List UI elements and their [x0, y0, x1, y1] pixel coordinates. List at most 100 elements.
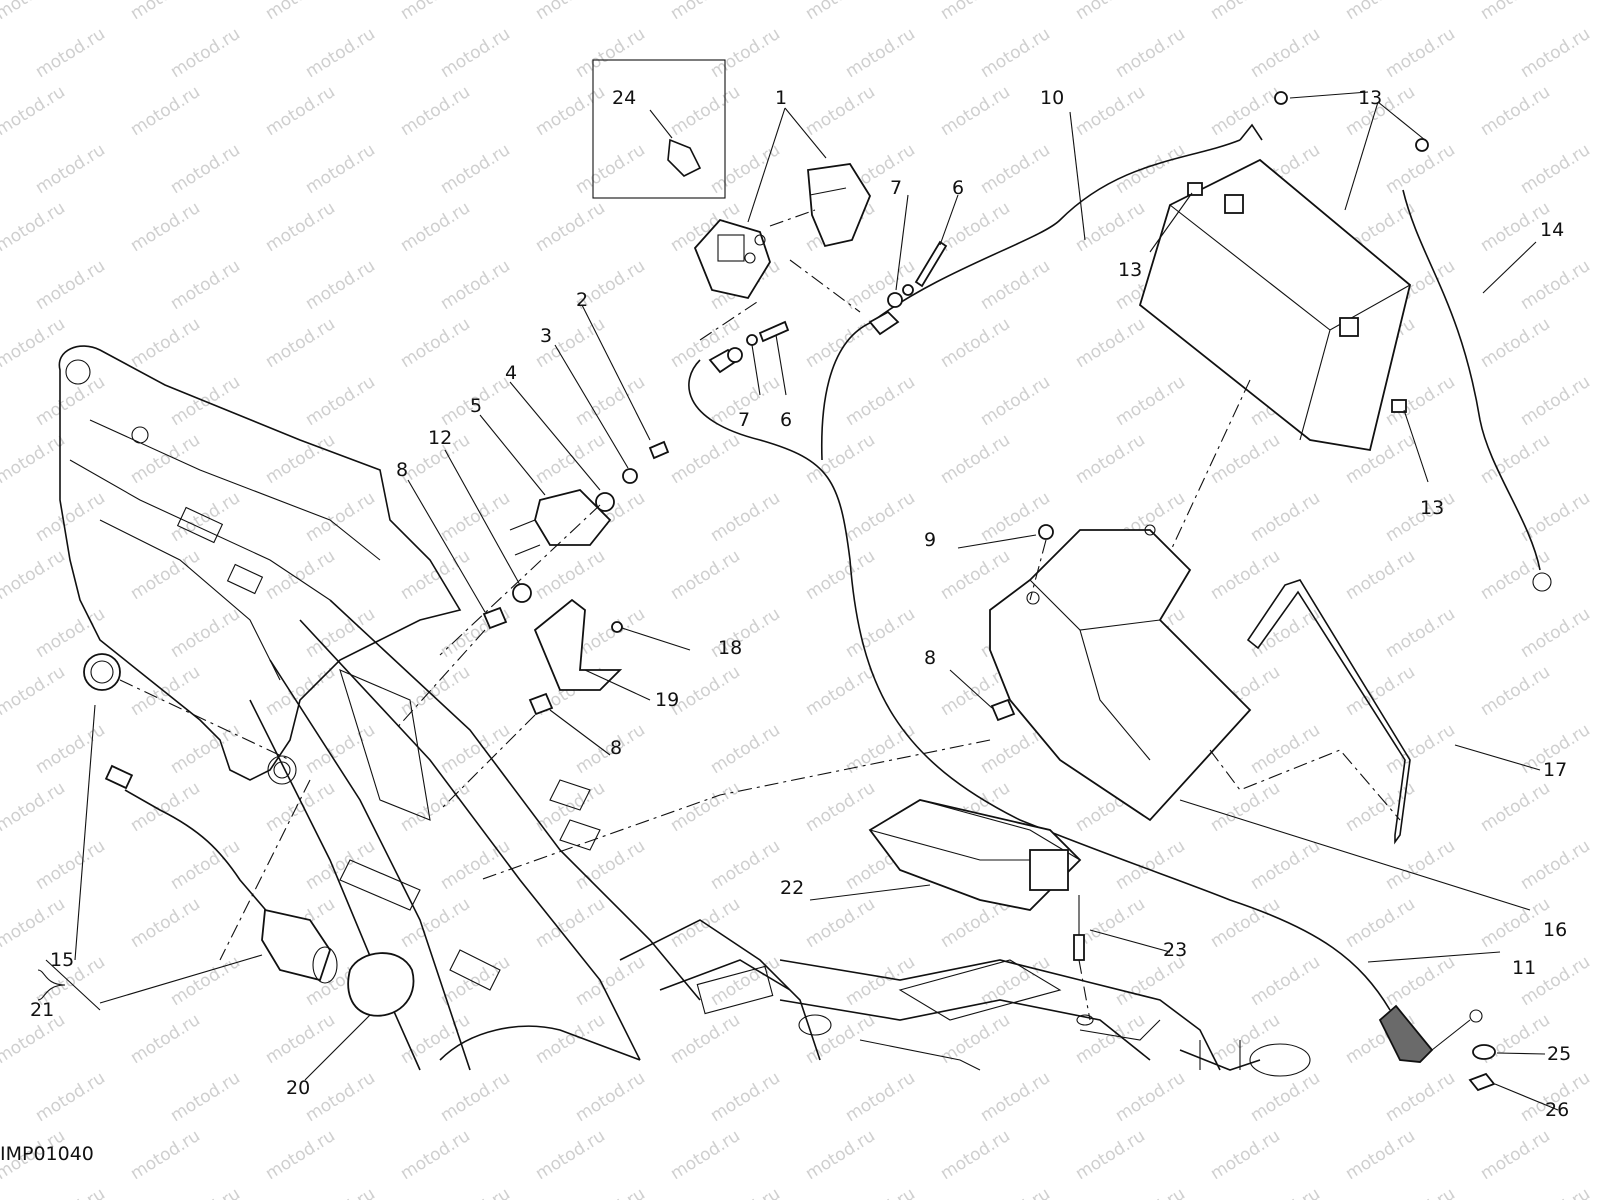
watermark-text: motod.ru — [1112, 24, 1189, 82]
callout-number: 11 — [1512, 957, 1536, 979]
watermark-text: motod.ru — [1207, 546, 1284, 604]
watermark-text: motod.ru — [437, 952, 514, 1010]
watermark-text: motod.ru — [842, 488, 919, 546]
watermark-text: motod.ru — [127, 778, 204, 836]
watermark-text: motod.ru — [977, 24, 1054, 82]
watermark-text: motod.ru — [1382, 952, 1459, 1010]
callout-number: 3 — [540, 325, 552, 347]
ecu — [809, 799, 1171, 1021]
callout-number: 12 — [428, 427, 452, 449]
power-socket — [37, 653, 415, 1081]
watermark-text: motod.ru — [1477, 546, 1554, 604]
watermark-text: motod.ru — [262, 1010, 339, 1068]
watermark-text: motod.ru — [1207, 1126, 1284, 1184]
watermark-text: motod.ru — [437, 24, 514, 82]
watermark-text: motod.ru — [397, 82, 474, 140]
watermark-text: motod.ru — [572, 24, 649, 82]
callout-number: 9 — [924, 529, 936, 551]
watermark-text: motod.ru — [1207, 430, 1284, 488]
watermark-text: motod.ru — [1517, 604, 1594, 662]
watermark-text: motod.ru — [1247, 604, 1324, 662]
watermark-text: motod.ru — [802, 0, 879, 24]
watermark-text: motod.ru — [937, 546, 1014, 604]
watermark-text: motod.ru — [302, 372, 379, 430]
watermark-text: motod.ru — [302, 140, 379, 198]
watermark-text: motod.ru — [1477, 0, 1554, 24]
watermark-text: motod.ru — [262, 778, 339, 836]
watermark-text: motod.ru — [262, 82, 339, 140]
watermark-text: motod.ru — [842, 720, 919, 778]
callout-number: 17 — [1543, 759, 1567, 781]
watermark-text: motod.ru — [1477, 778, 1554, 836]
watermark-text: motod.ru — [707, 836, 784, 894]
starter-relay — [693, 107, 872, 300]
watermark-text: motod.ru — [0, 546, 69, 604]
watermark-text: motod.ru — [1382, 1068, 1459, 1126]
watermark-text: motod.ru — [802, 778, 879, 836]
holder-fixings — [479, 524, 1054, 881]
watermark-text: motod.ru — [0, 662, 69, 720]
watermark-text: motod.ru — [1477, 1126, 1554, 1184]
callout-number: 7 — [738, 409, 750, 431]
drawing-code: IMP01040 — [0, 1143, 94, 1165]
watermark-text: motod.ru — [167, 604, 244, 662]
ground-hardware — [1468, 1044, 1559, 1111]
rear-frame — [58, 345, 701, 1071]
watermark-text: motod.ru — [397, 198, 474, 256]
watermark-text: motod.ru — [127, 430, 204, 488]
watermark-text: motod.ru — [532, 1126, 609, 1184]
main-frame — [439, 919, 1311, 1077]
watermark-text: motod.ru — [127, 1010, 204, 1068]
watermark-text: motod.ru — [127, 546, 204, 604]
watermark-text: motod.ru — [1247, 720, 1324, 778]
watermark-text: motod.ru — [0, 430, 69, 488]
callout-number: 24 — [612, 87, 636, 109]
callout-number: 14 — [1540, 219, 1564, 241]
watermark-text: motod.ru — [397, 1126, 474, 1184]
watermark-text: motod.ru — [1477, 1010, 1554, 1068]
watermark-text: motod.ru — [32, 24, 109, 82]
watermark-text: motod.ru — [167, 836, 244, 894]
watermark-text: motod.ru — [707, 24, 784, 82]
watermark-text: motod.ru — [802, 314, 879, 372]
watermark-text: motod.ru — [1517, 24, 1594, 82]
watermark-text: motod.ru — [1112, 140, 1189, 198]
watermark-text: motod.ru — [1072, 0, 1149, 24]
watermark-text: motod.ru — [707, 720, 784, 778]
callout-number: 6 — [780, 409, 792, 431]
watermark-text: motod.ru — [532, 82, 609, 140]
small-fasteners — [394, 304, 691, 811]
watermark-text: motod.ru — [32, 256, 109, 314]
watermark-text: motod.ru — [1247, 836, 1324, 894]
watermark-text: motod.ru — [572, 1068, 649, 1126]
watermark-text: motod.ru — [127, 1126, 204, 1184]
watermark-text: motod.ru — [167, 720, 244, 778]
watermark-text: motod.ru — [167, 140, 244, 198]
watermark-text: motod.ru — [667, 82, 744, 140]
watermark-text: motod.ru — [397, 1010, 474, 1068]
watermark-text: motod.ru — [937, 314, 1014, 372]
watermark-text: motod.ru — [1477, 430, 1554, 488]
watermark-text: motod.ru — [1342, 1126, 1419, 1184]
watermark-text: motod.ru — [1517, 836, 1594, 894]
watermark-text: motod.ru — [1382, 836, 1459, 894]
watermark-text: motod.ru — [937, 198, 1014, 256]
watermark-text: motod.ru — [667, 1126, 744, 1184]
watermark-text: motod.ru — [1112, 372, 1189, 430]
watermark-text: motod.ru — [397, 0, 474, 24]
watermark-text: motod.ru — [1477, 314, 1554, 372]
watermark-text: motod.ru — [167, 952, 244, 1010]
watermark-text: motod.ru — [572, 1184, 649, 1200]
watermark-text: motod.ru — [167, 1184, 244, 1200]
watermark-text: motod.ru — [842, 24, 919, 82]
callout-number: 16 — [1543, 919, 1567, 941]
watermark-text: motod.ru — [0, 82, 69, 140]
watermark-text: motod.ru — [1207, 894, 1284, 952]
watermark-text: motod.ru — [842, 372, 919, 430]
watermark-text: motod.ru — [32, 836, 109, 894]
watermark-text: motod.ru — [532, 0, 609, 24]
callout-number: 13 — [1358, 87, 1382, 109]
callout-number: 10 — [1040, 87, 1064, 109]
watermark-text: motod.ru — [977, 1184, 1054, 1200]
